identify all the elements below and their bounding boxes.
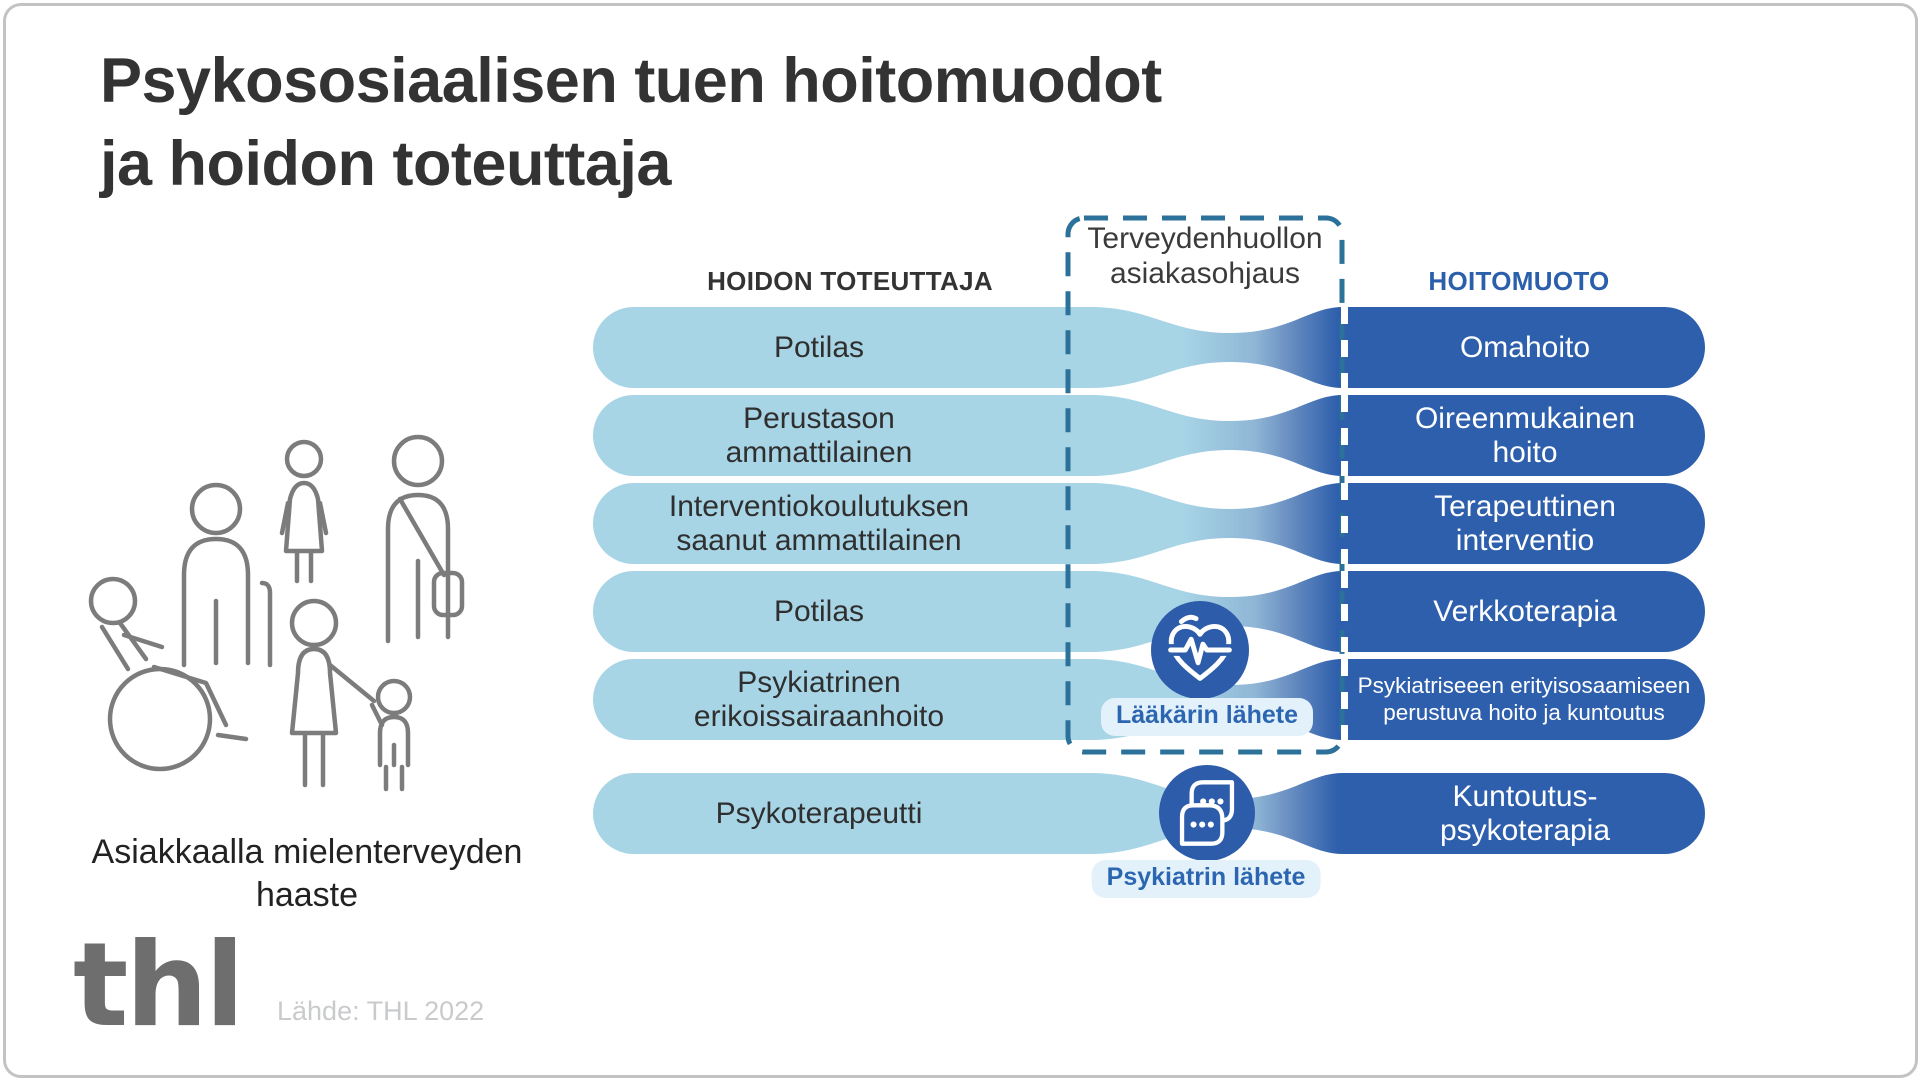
referral-box-border-segment: [1341, 571, 1348, 652]
provider-label: Interventiokoulutuksen saanut ammattilai…: [668, 489, 970, 557]
treatment-label: Omahoito: [1459, 330, 1591, 364]
provider-label: Psykoterapeutti: [715, 796, 923, 830]
flow-row: Potilas Omahoito: [593, 307, 1705, 388]
child-icon: [369, 678, 413, 792]
treatment-label: Verkkoterapia: [1433, 594, 1617, 628]
page-border: [3, 3, 1918, 1078]
flow-ribbon: [593, 571, 1705, 652]
referral-box-label: Terveydenhuollon asiakasohjaus: [1087, 222, 1323, 290]
chat-leaves-icon: [1159, 765, 1255, 861]
flow-ribbon: [593, 307, 1705, 388]
doctor-referral-label: Lääkärin lähete: [1100, 698, 1314, 736]
girl-icon: [279, 439, 329, 584]
flow-row: Potilas Verkkoterapia: [593, 571, 1705, 652]
treatment-column-header: HOITOMUOTO: [1428, 266, 1610, 296]
wheelchair-person-icon: [88, 576, 249, 772]
referral-box-border-segment: [1341, 483, 1348, 564]
people-group-icon: [88, 434, 465, 792]
provider-column-header: HOIDON TOTEUTTAJA: [707, 266, 993, 296]
client-caption: Asiakkaalla mielenterveyden haaste: [91, 833, 523, 914]
flow-row: Perustason ammattilainen Oireenmukainen …: [593, 395, 1705, 476]
flow-row: Psykoterapeutti Kuntoutus-psykoterapia: [593, 773, 1705, 854]
psychiatrist-referral-label: Psykiatrin lähete: [1091, 860, 1321, 898]
thl-logo: thl: [73, 918, 245, 1053]
flow-ribbon: [593, 773, 1705, 854]
provider-label: Potilas: [773, 330, 865, 364]
referral-box-border-segment: [1341, 659, 1348, 740]
provider-label: Potilas: [773, 594, 865, 628]
treatment-label: Oireenmukainen hoito: [1414, 401, 1636, 469]
provider-label: Perustason ammattilainen: [725, 401, 913, 469]
treatment-label: Kuntoutus-psykoterapia: [1439, 779, 1611, 847]
treatment-label: Terapeuttinen interventio: [1434, 489, 1616, 557]
page-title: Psykososiaalisen tuen hoitomuodot ja hoi…: [100, 46, 1162, 200]
man-icon: [181, 482, 273, 668]
person-with-bag-icon: [385, 434, 465, 644]
flow-row: Interventiokoulutuksen saanut ammattilai…: [593, 483, 1705, 564]
woman-icon: [289, 598, 377, 788]
flow-ribbon: [593, 483, 1705, 564]
treatment-label: Psykiatriseeen erityisosaamiseen perustu…: [1357, 672, 1691, 725]
flow-ribbon: [593, 395, 1705, 476]
referral-box-border-segment: [1341, 395, 1348, 476]
provider-label: Psykiatrinen erikoissairaanhoito: [693, 665, 945, 733]
source-text: Lähde: THL 2022: [277, 996, 485, 1026]
heart-ekg-icon: [1151, 601, 1249, 699]
referral-box-border-segment: [1341, 307, 1348, 388]
